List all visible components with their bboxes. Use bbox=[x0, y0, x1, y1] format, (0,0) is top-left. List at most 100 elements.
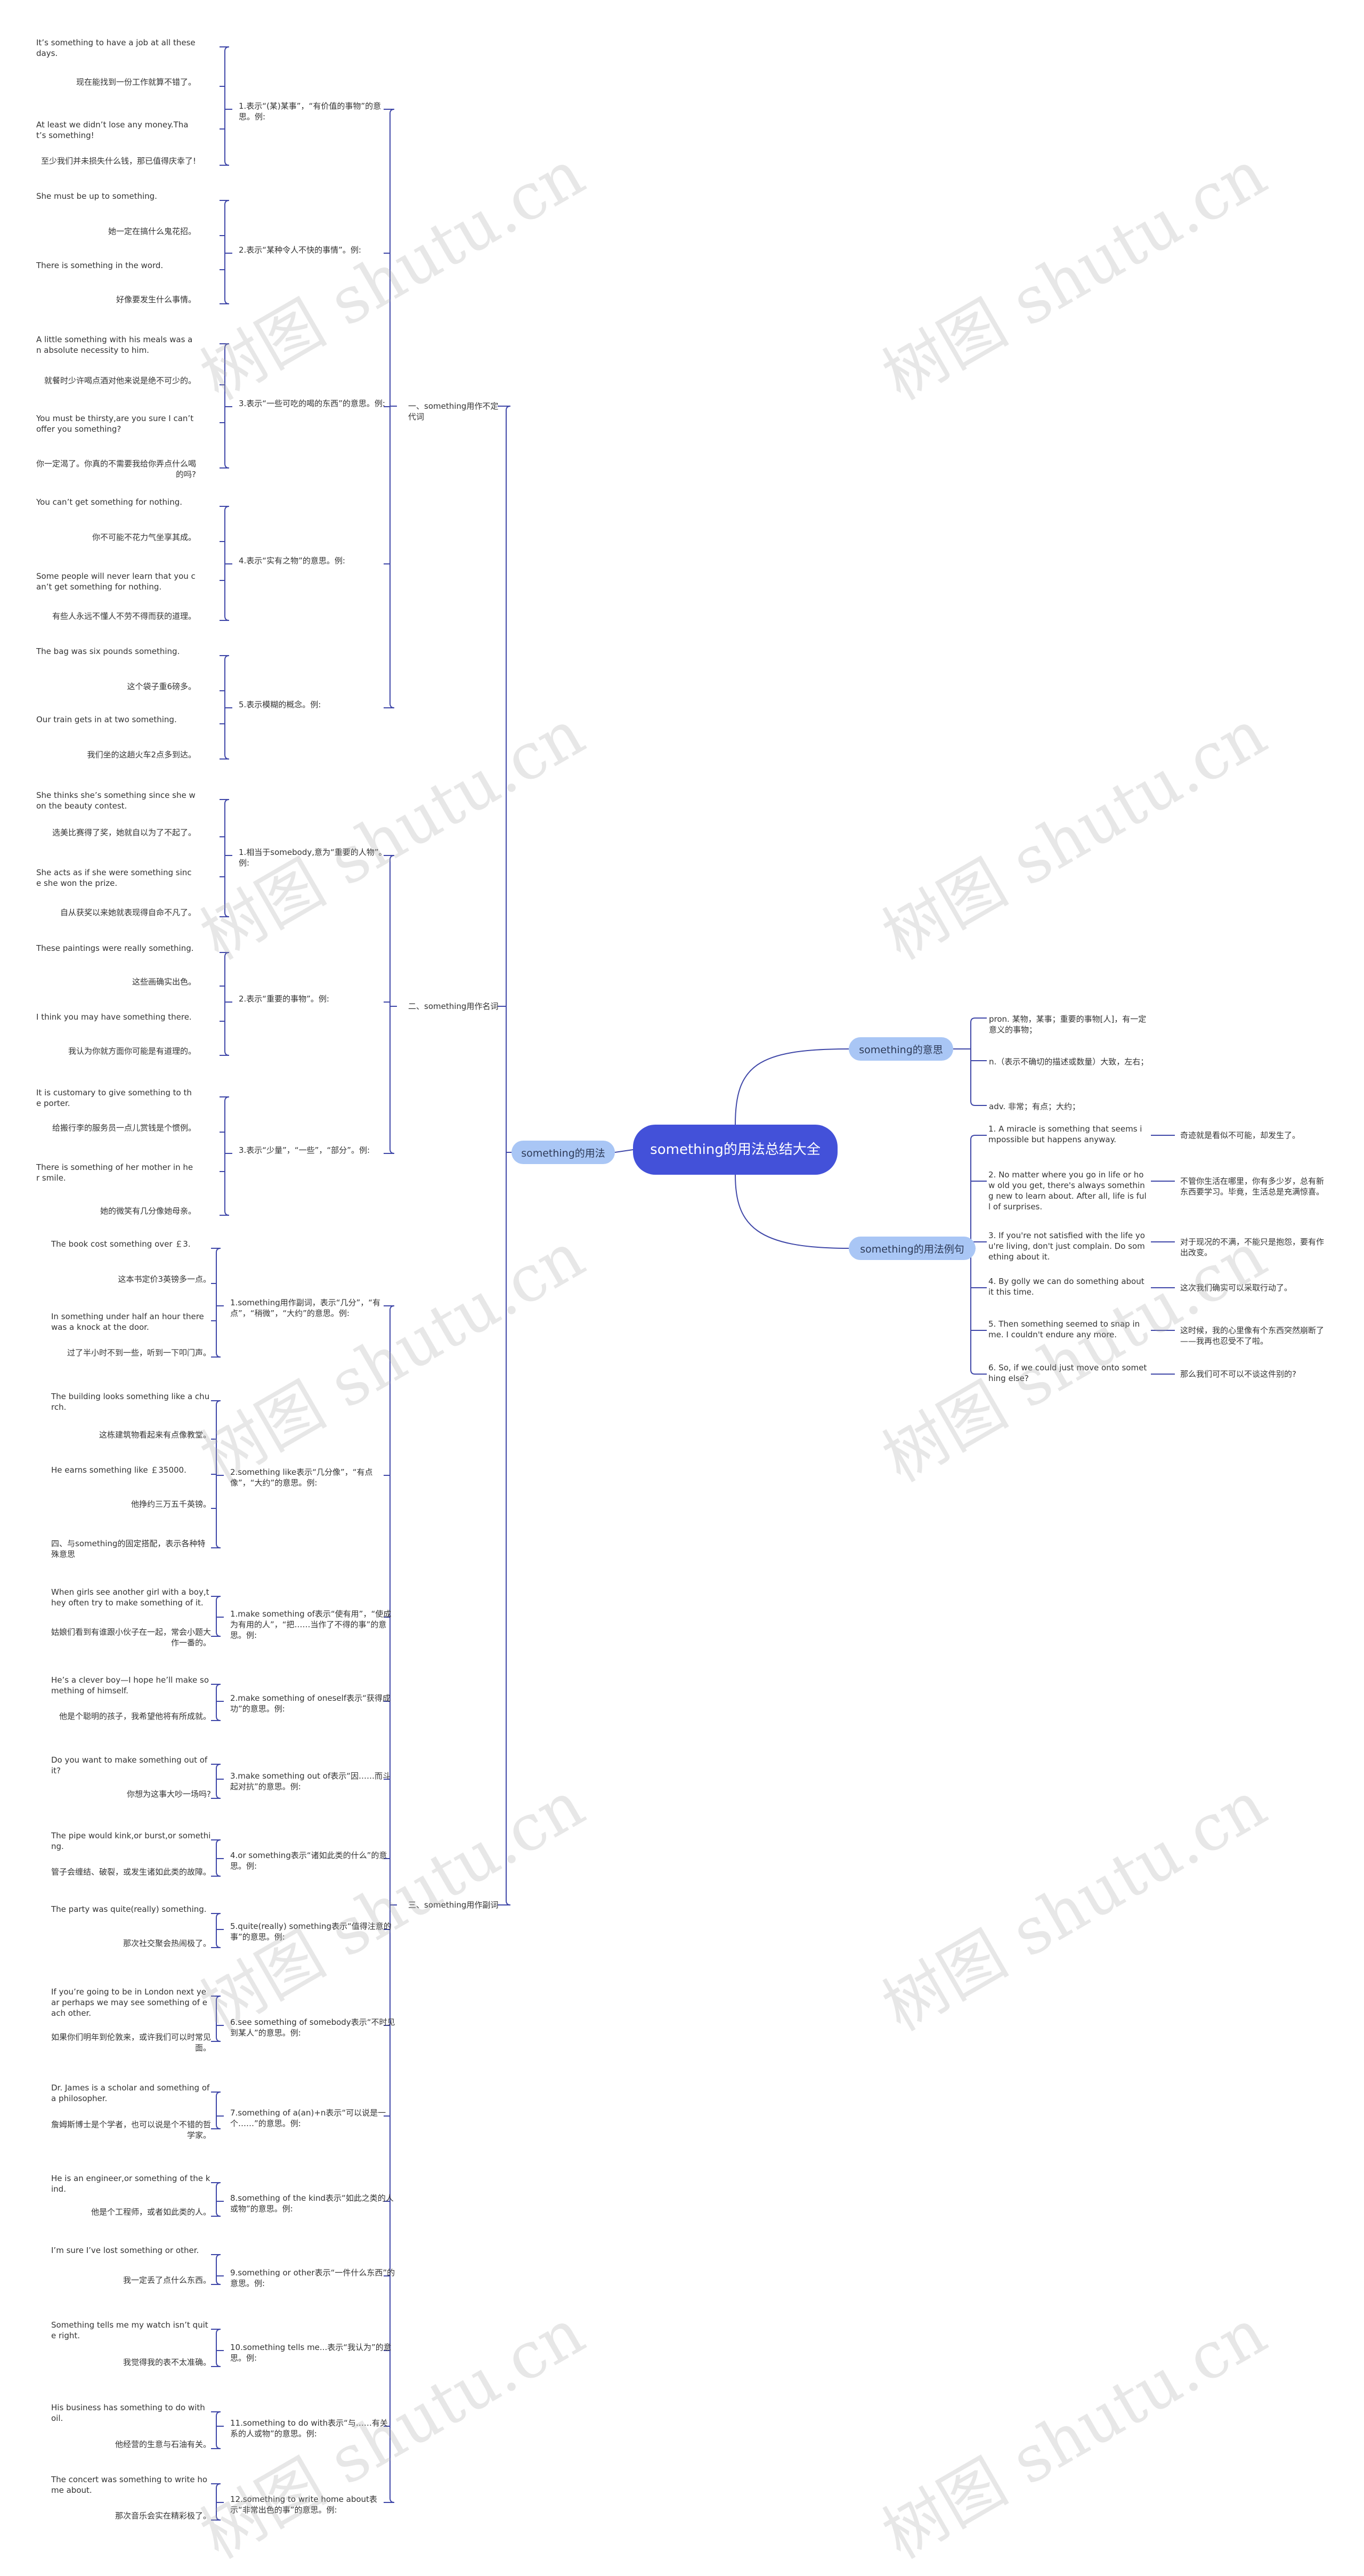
group-title[interactable]: 9.something or other表示“一件什么东西”的意思。例: bbox=[230, 2268, 395, 2288]
example-item[interactable]: Do you want to make something out of it? bbox=[51, 1755, 208, 1775]
example-sentence[interactable]: 6. So, if we could just move onto someth… bbox=[988, 1363, 1147, 1383]
example-item[interactable]: 他挣约三万五千英镑。 bbox=[131, 1499, 211, 1509]
group-title[interactable]: 5.表示模糊的概念。例: bbox=[239, 700, 321, 709]
example-translation[interactable]: 奇迹就是看似不可能，却发生了。 bbox=[1180, 1130, 1301, 1140]
example-item[interactable]: 他经营的生意与石油有关。 bbox=[115, 2440, 211, 2449]
example-translation[interactable]: 那么我们可不可以不谈这件别的? bbox=[1180, 1369, 1296, 1379]
example-item[interactable]: It’s something to have a job at all thes… bbox=[36, 38, 196, 58]
example-item[interactable]: When girls see another girl with a boy,t… bbox=[51, 1587, 209, 1608]
example-item[interactable]: 有些人永远不懂人不劳不得而获的道理。 bbox=[52, 611, 196, 621]
example-item[interactable]: 自从获奖以来她就表现得自命不凡了。 bbox=[60, 908, 196, 917]
example-item[interactable]: 四、与something的固定搭配，表示各种特殊意思 bbox=[51, 1539, 206, 1559]
example-item[interactable]: You can’t get something for nothing. bbox=[36, 497, 182, 507]
example-item[interactable]: The concert was something to write home … bbox=[51, 2475, 208, 2495]
example-item[interactable]: At least we didn’t lose any money.That’s… bbox=[36, 120, 189, 140]
group-title[interactable]: 2.表示“某种令人不快的事情”。例: bbox=[239, 245, 361, 255]
example-item[interactable]: 她一定在搞什么鬼花招。 bbox=[108, 227, 196, 236]
example-item[interactable]: 过了半小时不到一些，听到一下叩门声。 bbox=[67, 1348, 211, 1358]
example-item[interactable]: The building looks something like a chur… bbox=[51, 1392, 210, 1412]
group-title[interactable]: 1.相当于somebody,意为“重要的人物”。例: bbox=[239, 847, 387, 868]
example-item[interactable]: 那次音乐会实在精彩极了。 bbox=[115, 2511, 211, 2521]
example-item[interactable]: There is something in the word. bbox=[36, 261, 164, 270]
example-item[interactable]: His business has something to do with oi… bbox=[51, 2403, 205, 2423]
group-title[interactable]: 2.make something of oneself表示“获得成功”的意思。例… bbox=[230, 1693, 391, 1714]
root-node[interactable]: something的用法总结大全 bbox=[633, 1125, 838, 1175]
example-item[interactable]: 选美比赛得了奖，她就自以为了不起了。 bbox=[52, 828, 196, 837]
group-title[interactable]: 1.make something of表示“使有用”，“使成为有用的人”，“把…… bbox=[230, 1609, 392, 1640]
group-title[interactable]: 3.make something out of表示“因……而斗起对抗”的意思。例… bbox=[230, 1771, 391, 1791]
example-item[interactable]: 詹姆斯博士是个学者，也可以说是个不错的哲学家。 bbox=[51, 2120, 212, 2140]
meaning-item[interactable]: pron. 某物，某事；重要的事物[人]，有一定意义的事物； bbox=[989, 1014, 1147, 1035]
group-title[interactable]: 12.something to write home about表示“非常出色的… bbox=[230, 2494, 377, 2515]
example-sentence[interactable]: 3. If you're not satisfied with the life… bbox=[988, 1231, 1145, 1262]
example-translation[interactable]: 这时候，我的心里像有个东西突然崩断了——我再也忍受不了啦。 bbox=[1180, 1326, 1325, 1346]
example-item[interactable]: These paintings were really something. bbox=[36, 943, 194, 953]
example-item[interactable]: I think you may have something there. bbox=[36, 1012, 192, 1022]
group-title[interactable]: 1.表示“(某)某事”，“有价值的事物”的意思。例: bbox=[239, 101, 381, 122]
example-item[interactable]: 我觉得我的表不太准确。 bbox=[123, 2357, 211, 2367]
example-item[interactable]: 你不可能不花力气坐享其成。 bbox=[92, 532, 196, 542]
example-sentence[interactable]: 4. By golly we can do something about it… bbox=[988, 1277, 1144, 1297]
example-item[interactable]: 这个袋子重6磅多。 bbox=[127, 682, 196, 691]
example-item[interactable]: 我们坐的这趟火车2点多到达。 bbox=[87, 750, 196, 760]
group-title[interactable]: 10.something tells me...表示“我认为”的意思。例: bbox=[230, 2343, 392, 2363]
example-item[interactable]: 我认为你就方面你可能是有道理的。 bbox=[68, 1046, 196, 1056]
example-sentence[interactable]: 5. Then something seemed to snap in me. … bbox=[988, 1319, 1140, 1339]
example-item[interactable]: Something tells me my watch isn’t quite … bbox=[51, 2320, 208, 2340]
meaning-node[interactable]: something的意思 bbox=[849, 1037, 953, 1061]
example-item[interactable]: 那次社交聚会热闹极了。 bbox=[123, 1939, 211, 1948]
example-sentence[interactable]: 2. No matter where you go in life or how… bbox=[988, 1170, 1147, 1212]
section-title[interactable]: 一、something用作不定代词 bbox=[408, 401, 499, 422]
example-translation[interactable]: 对于现况的不满，不能只是抱怨，要有作出改变。 bbox=[1180, 1237, 1325, 1257]
example-sentence[interactable]: 1. A miracle is something that seems imp… bbox=[988, 1124, 1142, 1144]
example-item[interactable]: 这本书定价3英镑多一点。 bbox=[118, 1274, 211, 1284]
example-translation[interactable]: 这次我们确实可以采取行动了。 bbox=[1180, 1283, 1293, 1293]
example-item[interactable]: She thinks she’s something since she won… bbox=[36, 790, 196, 811]
group-title[interactable]: 4.表示“实有之物”的意思。例: bbox=[239, 556, 345, 566]
group-title[interactable]: 1.something用作副词，表示“几分”，“有点”，“稍微”，“大约”的意思… bbox=[230, 1298, 381, 1318]
example-item[interactable]: She acts as if she were something since … bbox=[36, 868, 192, 888]
group-title[interactable]: 6.see something of somebody表示“不时见到某人”的意思… bbox=[230, 2017, 395, 2038]
example-item[interactable]: Our train gets in at two something. bbox=[36, 715, 177, 724]
group-title[interactable]: 8.something of the kind表示“如此之类的人或物”的意思。例… bbox=[230, 2193, 394, 2214]
section-title[interactable]: 三、something用作副词 bbox=[408, 1900, 499, 1910]
example-item[interactable]: 她的微笑有几分像她母亲。 bbox=[100, 1206, 196, 1216]
meaning-item[interactable]: n.（表示不确切的描述或数量）大致，左右； bbox=[989, 1057, 1149, 1067]
meaning-item[interactable]: adv. 非常；有点；大约； bbox=[989, 1102, 1080, 1111]
example-item[interactable]: She must be up to something. bbox=[36, 191, 157, 201]
usage-node[interactable]: something的用法 bbox=[512, 1141, 615, 1164]
example-item[interactable]: 你一定渴了。你真的不需要我给你弄点什么喝的吗? bbox=[36, 459, 197, 479]
group-title[interactable]: 4.or something表示“诸如此类的什么”的意思。例: bbox=[230, 1851, 387, 1871]
group-title[interactable]: 2.表示“重要的事物”。例: bbox=[239, 994, 329, 1004]
group-title[interactable]: 5.quite(really) something表示“值得注意的事”的意思。例… bbox=[230, 1921, 392, 1942]
example-item[interactable]: 管子会缠结、破裂，或发生诸如此类的故障。 bbox=[51, 1867, 212, 1877]
section-title[interactable]: 二、something用作名词 bbox=[408, 1002, 499, 1011]
example-item[interactable]: He earns something like ￡35000. bbox=[51, 1465, 186, 1475]
examples-node[interactable]: something的用法例句 bbox=[849, 1237, 976, 1260]
example-item[interactable]: 姑娘们看到有谁跟小伙子在一起，常会小题大作一番的。 bbox=[51, 1627, 212, 1648]
group-title[interactable]: 11.something to do with表示“与……有关系的人或物”的意思… bbox=[230, 2418, 388, 2438]
example-item[interactable]: You must be thirsty,are you sure I can’t… bbox=[36, 414, 194, 434]
group-title[interactable]: 7.something of a(an)+n表示“可以说是一个……”的意思。例: bbox=[230, 2108, 386, 2128]
example-item[interactable]: The party was quite(really) something. bbox=[51, 1904, 207, 1914]
example-item[interactable]: 现在能找到一份工作就算不错了。 bbox=[76, 77, 196, 87]
group-title[interactable]: 3.表示“少量”，“一些”，“部分”。例: bbox=[239, 1145, 370, 1155]
example-item[interactable]: 如果你们明年到伦敦来，或许我们可以时常见面。 bbox=[51, 2032, 212, 2053]
example-item[interactable]: There is something of her mother in her … bbox=[36, 1162, 193, 1183]
example-item[interactable]: 我一定丢了点什么东西。 bbox=[123, 2275, 211, 2285]
example-item[interactable]: The bag was six pounds something. bbox=[36, 647, 180, 656]
example-item[interactable]: 至少我们并未损失什么钱，那已值得庆幸了! bbox=[40, 156, 196, 166]
example-item[interactable]: 好像要发生什么事情。 bbox=[116, 295, 196, 304]
example-item[interactable]: Some people will never learn that you ca… bbox=[36, 571, 196, 592]
example-translation[interactable]: 不管你生活在哪里，你有多少岁，总有新东西要学习。毕竟，生活总是充满惊喜。 bbox=[1180, 1176, 1325, 1197]
example-item[interactable]: The pipe would kink,or burst,or somethin… bbox=[51, 1831, 211, 1851]
example-item[interactable]: Dr. James is a scholar and something of … bbox=[51, 2083, 210, 2103]
example-item[interactable]: 给搬行李的服务员一点儿赏钱是个惯例。 bbox=[52, 1123, 196, 1133]
example-item[interactable]: The book cost something over ￡3. bbox=[51, 1239, 191, 1249]
example-item[interactable]: 就餐时少许喝点酒对他来说是绝不可少的。 bbox=[44, 376, 196, 385]
example-item[interactable]: 他是个聪明的孩子，我希望他将有所成就。 bbox=[59, 1711, 211, 1721]
example-item[interactable]: 你想为这事大吵一场吗? bbox=[127, 1789, 211, 1799]
example-item[interactable]: If you’re going to be in London next yea… bbox=[51, 1987, 207, 2018]
group-title[interactable]: 3.表示“一些可吃的喝的东西”的意思。例: bbox=[239, 399, 385, 408]
example-item[interactable]: 这些画确实出色。 bbox=[132, 977, 196, 987]
